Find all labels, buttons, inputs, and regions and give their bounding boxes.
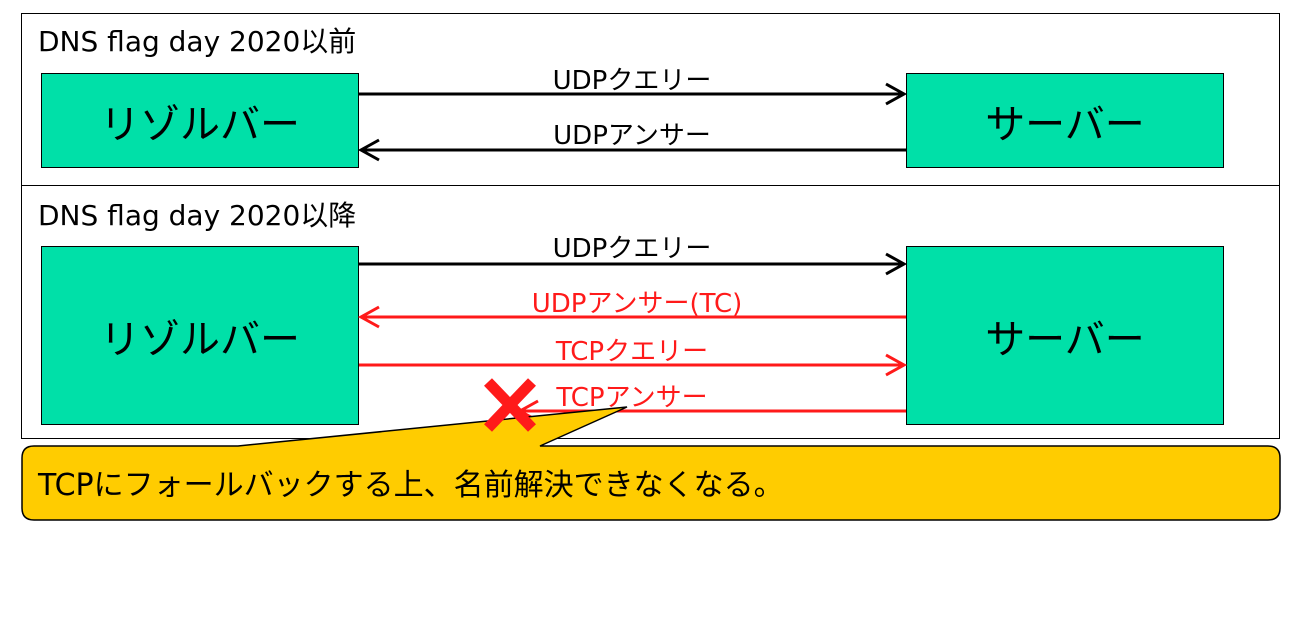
server-box: サーバー <box>906 246 1224 425</box>
arrow-label: TCPクエリー <box>555 337 709 367</box>
server-box: サーバー <box>906 73 1224 168</box>
arrow-udp-query <box>359 82 908 106</box>
panel-title: DNS flag day 2020以降 <box>38 199 357 232</box>
cross-mark-icon <box>484 378 536 432</box>
resolver-box: リゾルバー <box>41 246 359 425</box>
resolver-box: リゾルバー <box>41 73 359 168</box>
arrow-label: UDPアンサー <box>553 121 711 151</box>
arrow-label: UDPクエリー <box>552 234 712 264</box>
callout-text: TCPにフォールバックする上、名前解決できなくなる。 <box>38 468 784 503</box>
panel-title: DNS flag day 2020以前 <box>38 25 357 58</box>
arrow-label: UDPアンサー(TC) <box>531 289 743 319</box>
arrow-label: UDPクエリー <box>552 66 712 96</box>
arrow-tcp-query <box>359 353 908 377</box>
arrow-udp-answer-tc <box>357 305 906 329</box>
arrow-udp-query <box>359 252 908 276</box>
arrow-udp-answer <box>357 138 906 162</box>
arrow-label: TCPアンサー <box>556 383 708 413</box>
